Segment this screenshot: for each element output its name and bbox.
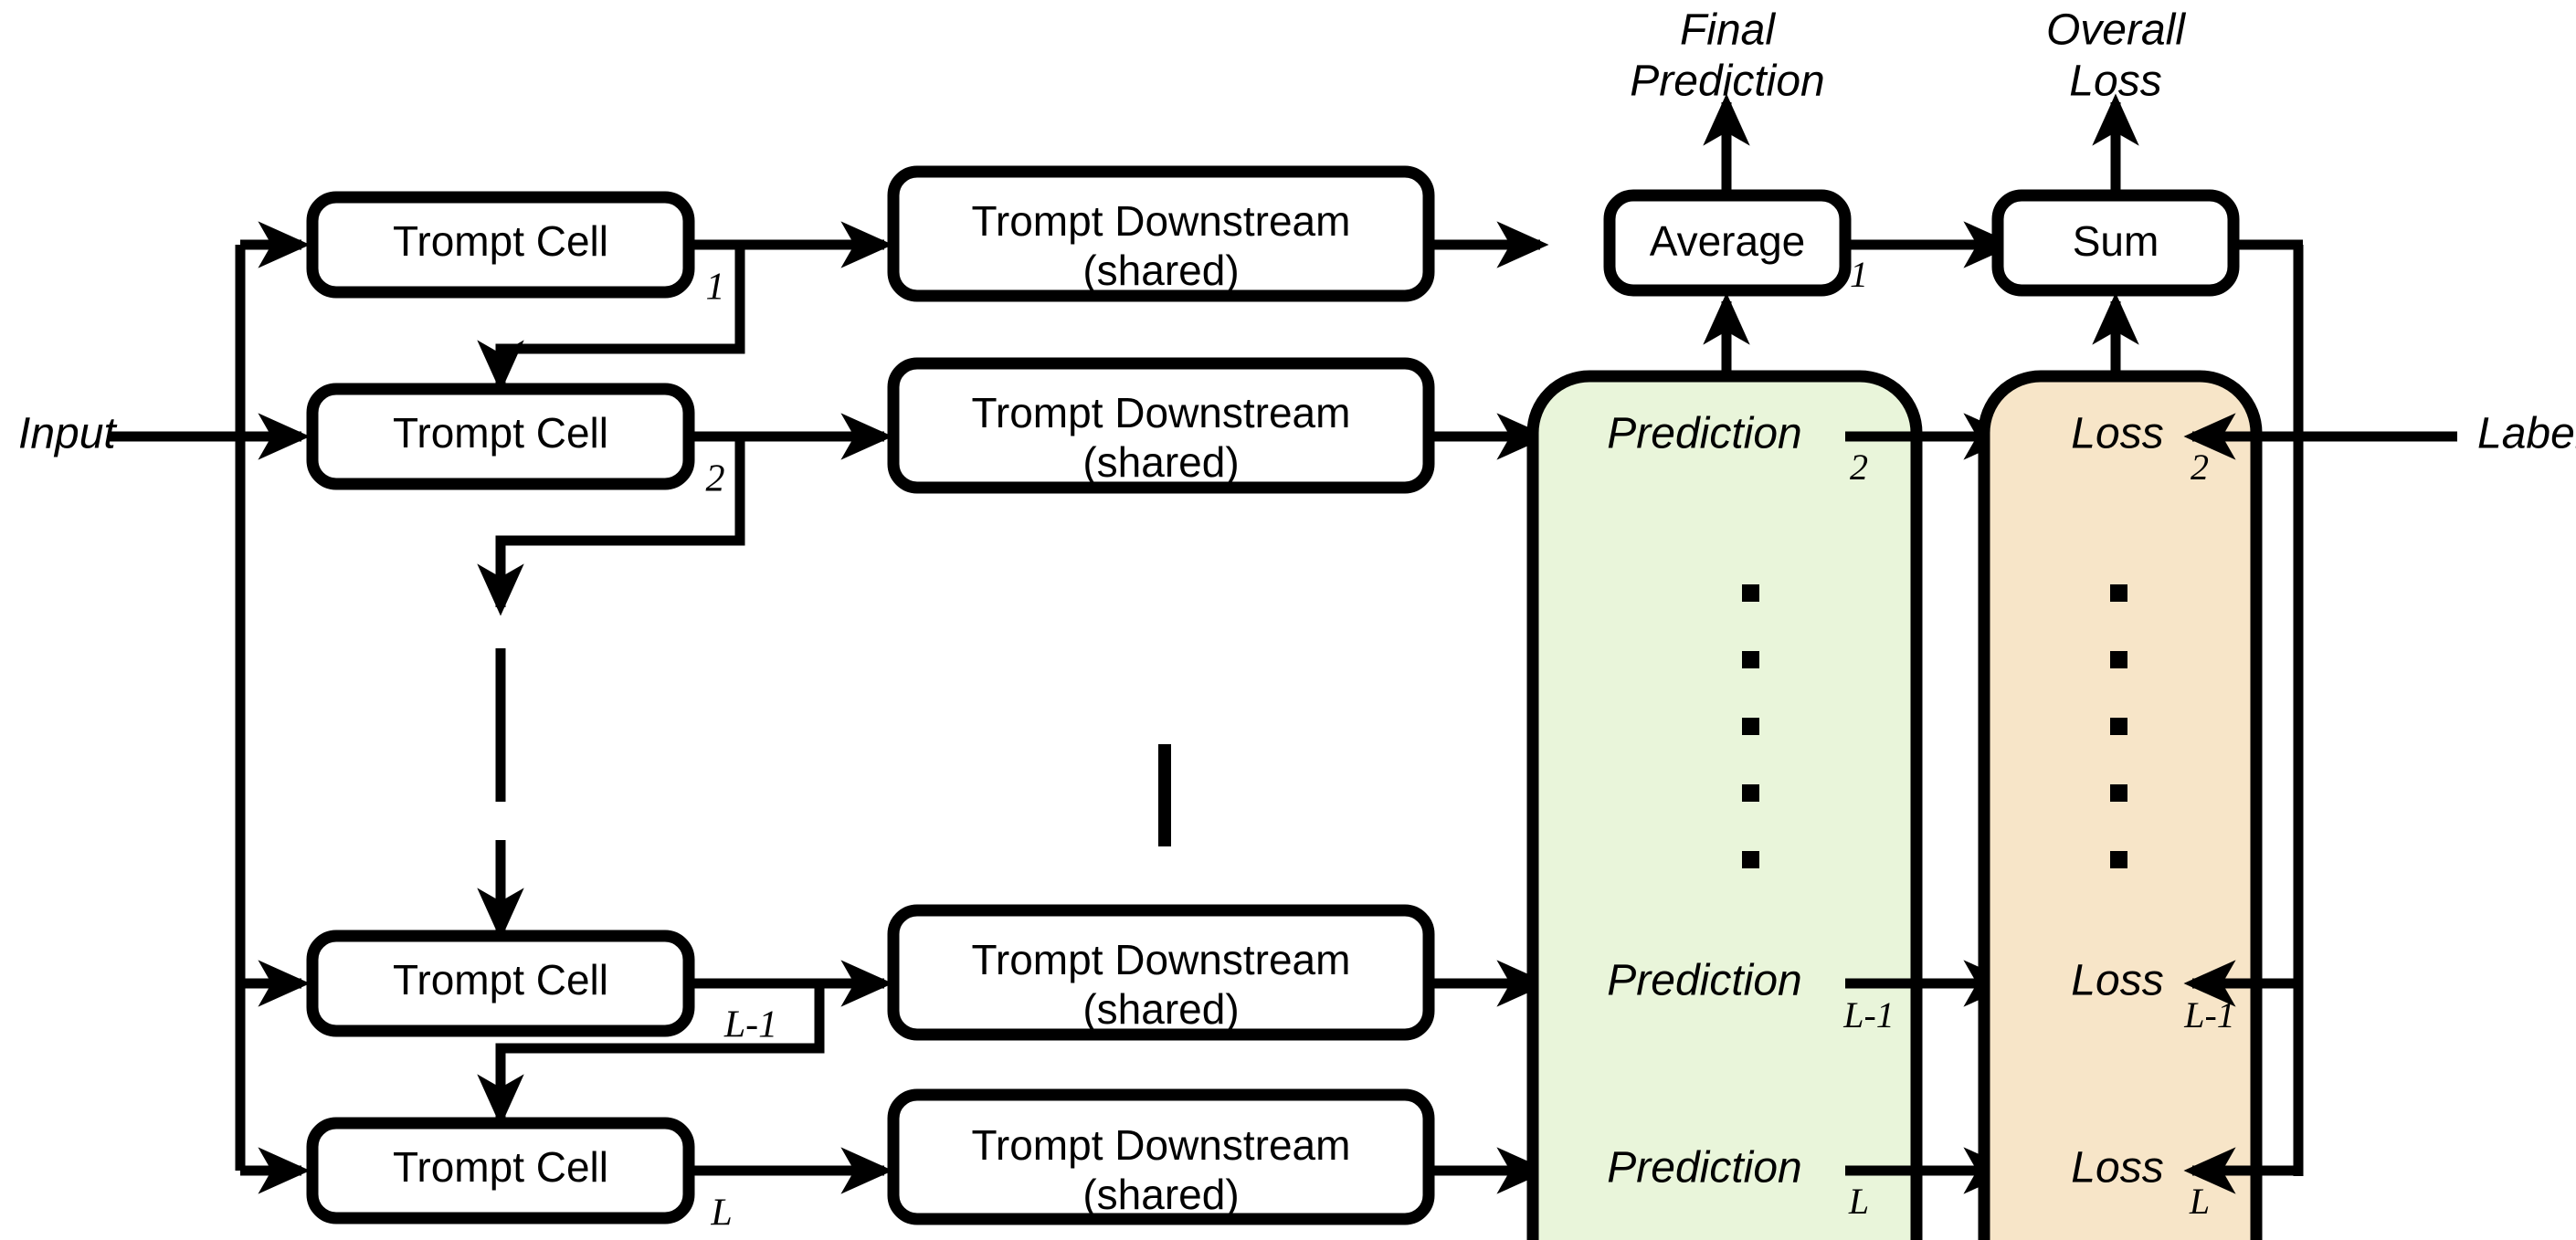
loss-subscript-3: L-1 (2183, 994, 2235, 1035)
input-bus (108, 221, 311, 1194)
overall-loss-output: Overall Loss (2046, 6, 2186, 106)
trompt-cell-row-1[interactable]: Trompt Cell (306, 191, 695, 299)
downstream-label-2a: Trompt Downstream (972, 389, 1351, 436)
cell3-recurrent-wire (477, 983, 825, 1127)
trompt-cell-row-2[interactable]: Trompt Cell (306, 383, 695, 490)
loss-label-2: Loss (2071, 410, 2163, 458)
downstream-label-3a: Trompt Downstream (972, 936, 1351, 983)
downstream-label-3b: (shared) (1082, 985, 1239, 1033)
downstream-to-prediction-wires (1429, 221, 1549, 1194)
loss-subscript-2: 2 (2191, 447, 2209, 488)
prediction-label-3: Prediction (1607, 957, 1801, 1005)
loss-label-4: Loss (2071, 1144, 2163, 1193)
prediction-subscript-4: L (1848, 1181, 1869, 1222)
trompt-downstream-box-3[interactable] (887, 904, 1435, 1041)
sum-label: Sum (2073, 217, 2159, 265)
final-prediction-line2: Prediction (1630, 58, 1824, 106)
downstream-label-4a: Trompt Downstream (972, 1121, 1351, 1169)
cell-index-3: L-1 (723, 1004, 777, 1046)
final-prediction-output: Final Prediction (1630, 6, 1824, 106)
prediction-subscript-3: L-1 (1842, 994, 1895, 1035)
trompt-cell-row-4[interactable]: Trompt Cell (306, 1117, 695, 1224)
overall-loss-line1: Overall (2046, 6, 2186, 55)
average-label: Average (1650, 217, 1806, 265)
trompt-cell-row-3[interactable]: Trompt Cell (306, 930, 695, 1037)
trompt-downstream-row-4[interactable]: Trompt Downstream (shared) (887, 1088, 1435, 1225)
label-label: Label (2477, 410, 2576, 458)
trompt-downstream-row-2[interactable]: Trompt Downstream (shared) (887, 357, 1435, 494)
cell-output-row-3: L-1 (477, 960, 893, 1127)
trompt-cell-label-1: Trompt Cell (393, 217, 608, 265)
cell-index-2: 2 (706, 458, 725, 500)
label-bus (2183, 221, 2457, 1194)
loss-panel (1978, 370, 2263, 1240)
cell-output-row-4: L (689, 1147, 893, 1235)
cell-index-4: L (710, 1193, 732, 1235)
prediction-subscript-1: 1 (1850, 254, 1868, 295)
trompt-downstream-box-1[interactable] (887, 165, 1435, 302)
prediction-subscript-2: 2 (1850, 447, 1868, 488)
cell-index-1: 1 (706, 267, 725, 309)
cell1-recurrent-wire (477, 245, 745, 393)
average-aggregator[interactable]: Average (1603, 93, 1852, 376)
downstream-label-1a: Trompt Downstream (972, 197, 1351, 245)
overall-loss-line2: Loss (2069, 58, 2161, 106)
final-prediction-line1: Final (1680, 6, 1776, 55)
downstream-ellipsis-bar (1158, 744, 1171, 846)
prediction-label-2: Prediction (1607, 410, 1801, 458)
loss-subscript-4: L (2189, 1181, 2210, 1222)
cell-output-row-2: 2 (477, 413, 893, 616)
trompt-cell-label-3: Trompt Cell (393, 956, 608, 1004)
prediction-label-4: Prediction (1607, 1144, 1801, 1193)
trompt-cell-label-2: Trompt Cell (393, 409, 608, 457)
trompt-downstream-box-2[interactable] (887, 357, 1435, 494)
trompt-downstream-box-4[interactable] (887, 1088, 1435, 1225)
trompt-downstream-row-1[interactable]: Trompt Downstream (shared) (887, 165, 1435, 302)
input-label: Input (18, 410, 117, 458)
sum-aggregator[interactable]: Sum (1991, 93, 2240, 376)
trompt-cell-label-4: Trompt Cell (393, 1143, 608, 1191)
loss-vertical-dots (2110, 584, 2127, 868)
loss-label-3: Loss (2071, 957, 2163, 1005)
trompt-downstream-row-3[interactable]: Trompt Downstream (shared) (887, 904, 1435, 1041)
downstream-label-2b: (shared) (1082, 438, 1239, 486)
cell2-recurrent-wire (477, 436, 745, 616)
downstream-label-1b: (shared) (1082, 247, 1239, 294)
prediction-panel (1526, 370, 1923, 1240)
prediction-vertical-dots (1742, 584, 1759, 868)
cell-output-row-1: 1 (477, 221, 893, 393)
downstream-label-4b: (shared) (1082, 1171, 1239, 1218)
